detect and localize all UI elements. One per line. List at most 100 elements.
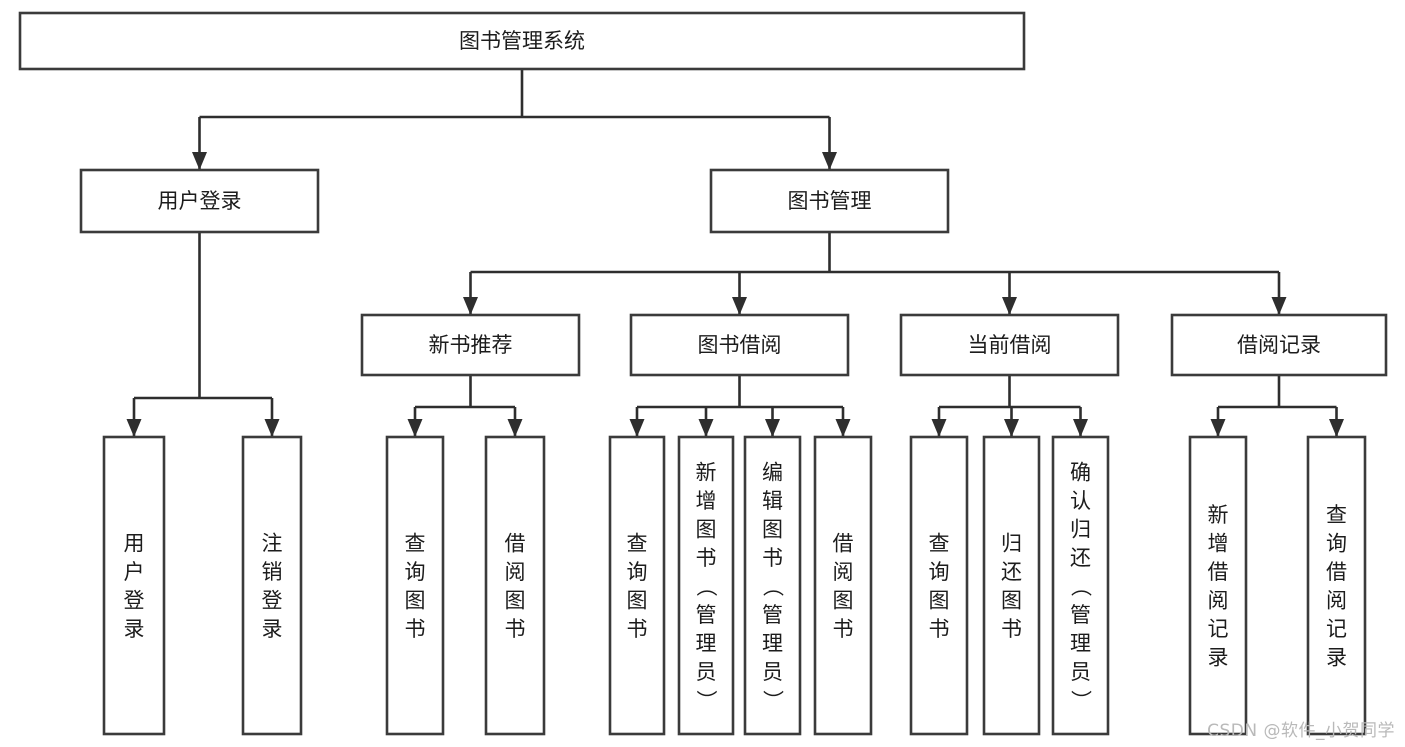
arrow-down-icon-book-borrow bbox=[732, 297, 747, 315]
node-leaf-query-book-borrow-rect bbox=[608, 435, 666, 736]
node-user-login[interactable] bbox=[79, 168, 320, 234]
leaf-char: 编 bbox=[762, 460, 783, 484]
node-leaf-user-login[interactable] bbox=[102, 435, 166, 736]
node-current-borrow-rect bbox=[899, 313, 1120, 377]
leaf-char: 借 bbox=[833, 532, 854, 556]
leaf-char: 书 bbox=[929, 617, 950, 641]
node-book-borrow-rect bbox=[629, 313, 850, 377]
node-leaf-edit-book-rect bbox=[743, 435, 802, 736]
root-node-label: 图书管理系统 bbox=[459, 29, 585, 53]
arrow-down-icon-leaf-return-book bbox=[1004, 419, 1019, 437]
leaf-char: 图 bbox=[1001, 589, 1022, 613]
node-new-book-rec[interactable] bbox=[360, 313, 581, 377]
node-leaf-query-record[interactable] bbox=[1306, 435, 1367, 736]
leaf-char: 书 bbox=[1001, 617, 1022, 641]
node-book-manage-rect bbox=[709, 168, 950, 234]
node-book-borrow[interactable] bbox=[629, 313, 850, 377]
leaf-char: 书 bbox=[833, 617, 854, 641]
leaf-char: 图 bbox=[929, 589, 950, 613]
leaf-char: 询 bbox=[405, 560, 426, 584]
node-leaf-add-book[interactable] bbox=[677, 435, 735, 736]
leaf-char: 查 bbox=[627, 532, 648, 556]
node-current-borrow[interactable] bbox=[899, 313, 1120, 377]
node-leaf-query-book-cur-rect bbox=[909, 435, 969, 736]
leaf-char: 记 bbox=[1326, 617, 1347, 641]
leaf-char: 书 bbox=[505, 617, 526, 641]
leaf-char: 管 bbox=[696, 603, 717, 627]
leaf-char: 查 bbox=[405, 532, 426, 556]
node-leaf-return-book[interactable] bbox=[982, 435, 1041, 736]
leaf-char: 还 bbox=[1070, 546, 1091, 570]
leaf-char: 图 bbox=[833, 589, 854, 613]
leaf-char: 书 bbox=[762, 546, 783, 570]
leaf-char: 归 bbox=[1070, 517, 1091, 541]
node-leaf-borrow-book-rec[interactable] bbox=[484, 435, 546, 736]
node-leaf-user-logout-rect bbox=[241, 435, 303, 736]
node-leaf-query-book-cur[interactable] bbox=[909, 435, 969, 736]
leaf-char: 用 bbox=[124, 532, 145, 556]
node-leaf-query-book-borrow[interactable] bbox=[608, 435, 666, 736]
leaf-char: 书 bbox=[627, 617, 648, 641]
root-node-box-rect bbox=[18, 11, 1026, 71]
arrow-down-icon-leaf-query-book-borrow bbox=[629, 419, 645, 437]
leaf-char: 注 bbox=[262, 532, 283, 556]
leaf-char: 查 bbox=[1326, 503, 1347, 527]
node-label-user-login: 用户登录 bbox=[158, 189, 242, 213]
arrow-down-icon-leaf-query-book-cur bbox=[931, 419, 947, 437]
node-leaf-borrow-book[interactable] bbox=[813, 435, 873, 736]
leaf-char: 确 bbox=[1070, 460, 1091, 484]
leaf-char: 管 bbox=[1070, 603, 1091, 627]
node-leaf-user-logout[interactable] bbox=[241, 435, 303, 736]
leaf-char: 图 bbox=[627, 589, 648, 613]
node-user-login-rect bbox=[79, 168, 320, 234]
leaf-char: 书 bbox=[696, 546, 717, 570]
leaf-char: 借 bbox=[1208, 560, 1229, 584]
node-borrow-record[interactable] bbox=[1170, 313, 1388, 377]
leaf-char: 归 bbox=[1001, 532, 1022, 556]
leaf-char: 新 bbox=[696, 460, 717, 484]
node-leaf-add-record-rect bbox=[1188, 435, 1248, 736]
leaf-char: ） bbox=[1069, 690, 1093, 711]
leaf-char: 员 bbox=[696, 660, 717, 684]
node-leaf-query-book-rec[interactable] bbox=[385, 435, 445, 736]
arrow-down-icon-leaf-add-record bbox=[1210, 419, 1226, 437]
node-leaf-query-record-rect bbox=[1306, 435, 1367, 736]
arrow-down-icon-new-book-rec bbox=[463, 297, 478, 315]
leaf-char: （ bbox=[694, 576, 718, 597]
arrow-down-icon-leaf-borrow-book bbox=[835, 419, 851, 437]
node-leaf-borrow-book-rect bbox=[813, 435, 873, 736]
leaf-char: 询 bbox=[1326, 532, 1347, 556]
leaf-char: 阅 bbox=[1326, 589, 1347, 613]
root-node-box[interactable] bbox=[18, 11, 1026, 71]
leaf-char: 图 bbox=[762, 517, 783, 541]
leaf-char: 增 bbox=[1208, 532, 1229, 556]
leaf-char: （ bbox=[1069, 576, 1093, 597]
node-leaf-add-book-rect bbox=[677, 435, 735, 736]
leaf-char: 图 bbox=[405, 589, 426, 613]
arrow-down-icon-current-borrow bbox=[1002, 297, 1017, 315]
node-new-book-rec-rect bbox=[360, 313, 581, 377]
node-leaf-edit-book[interactable] bbox=[743, 435, 802, 736]
node-leaf-confirm-return[interactable] bbox=[1051, 435, 1110, 736]
leaf-char: 阅 bbox=[505, 560, 526, 584]
node-label-book-manage: 图书管理 bbox=[788, 189, 872, 213]
node-borrow-record-rect bbox=[1170, 313, 1388, 377]
node-label-leaf-user-login: 用户登录 bbox=[124, 532, 145, 642]
leaf-char: 图 bbox=[505, 589, 526, 613]
node-book-manage[interactable] bbox=[709, 168, 950, 234]
leaf-char: 管 bbox=[762, 603, 783, 627]
leaf-char: 还 bbox=[1001, 560, 1022, 584]
leaf-char: 书 bbox=[405, 617, 426, 641]
leaf-char: 理 bbox=[1070, 631, 1091, 655]
node-label-book-borrow: 图书借阅 bbox=[698, 333, 782, 357]
leaf-char: 借 bbox=[505, 532, 526, 556]
node-leaf-add-record[interactable] bbox=[1188, 435, 1248, 736]
